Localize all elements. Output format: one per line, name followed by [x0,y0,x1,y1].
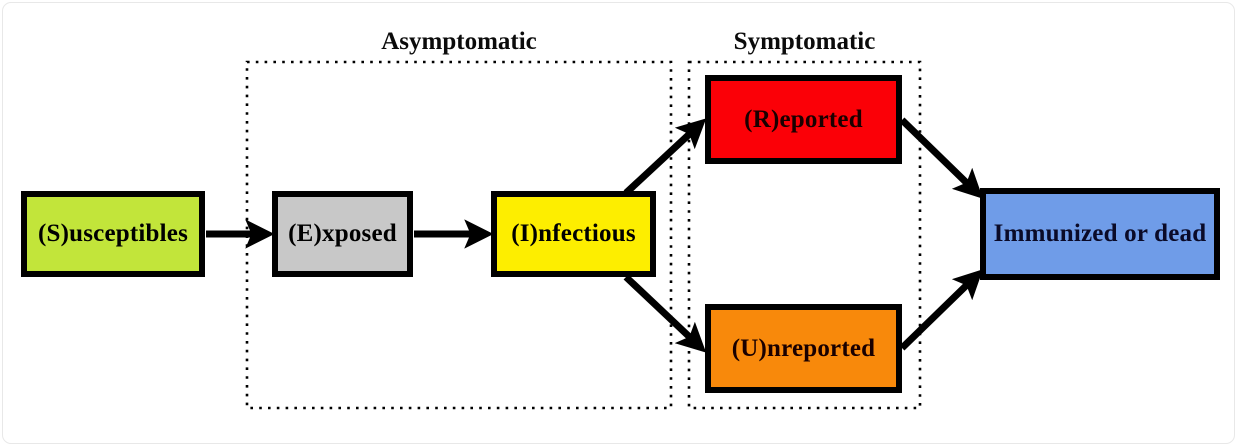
edge-reported-to-immunized-or-dead [899,117,984,199]
node-unreported[interactable]: (U)nreported [705,304,902,393]
group-rect-asymptomatic [245,60,673,410]
edge-unreported-to-immunized-or-dead [899,269,984,351]
edge-infectious-to-unreported [623,274,707,353]
node-infectious[interactable]: (I)nfectious [491,191,656,277]
node-immunized-or-dead[interactable]: Immunized or dead [980,188,1220,280]
group-label-asymptomatic: Asymptomatic [381,28,537,55]
node-exposed[interactable]: (E)xposed [272,191,413,277]
group-rect-symptomatic [687,60,922,410]
edge-infectious-to-reported [623,118,707,196]
node-susceptibles[interactable]: (S)usceptibles [21,191,205,277]
group-label-symptomatic: Symptomatic [733,28,876,55]
node-reported[interactable]: (R)eported [705,75,902,164]
